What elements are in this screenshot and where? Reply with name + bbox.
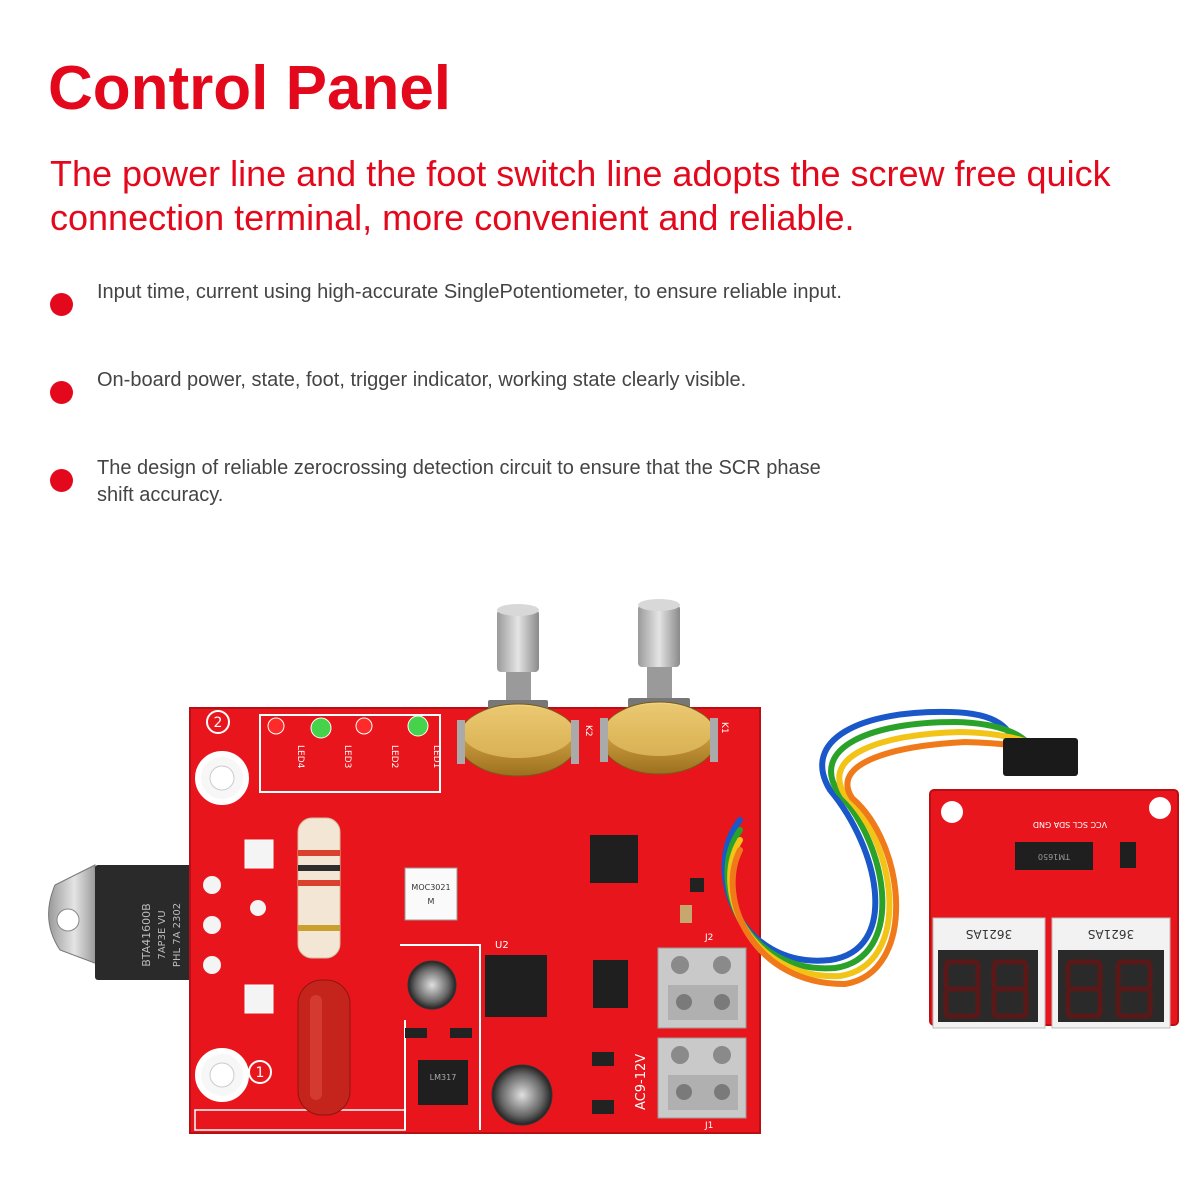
time-potentiometer[interactable]: K1 [600, 599, 729, 775]
regulator-marking: LM317 [430, 1073, 457, 1082]
main-pcb: 2 1 LED4 LED3 LED2 LED1 [189, 707, 761, 1134]
opto-chip [593, 960, 628, 1008]
header-pin-labels: VCC SCL SDA GND [1033, 820, 1107, 829]
current-potentiometer[interactable]: K2 [457, 604, 593, 777]
led-label: LED3 [342, 745, 352, 768]
terminal-label: J1 [704, 1121, 713, 1131]
bullet-dot-icon [50, 469, 73, 492]
feature-list: Input time, current using high-accurate … [50, 279, 870, 543]
led-label: LED2 [389, 745, 399, 768]
feature-text: The design of reliable zerocrossing dete… [97, 457, 821, 506]
mount-label: 2 [214, 715, 223, 731]
film-capacitor [297, 979, 351, 1116]
bullet-dot-icon [50, 381, 73, 404]
electrolytic-capacitor [407, 960, 457, 1010]
triac-marking: BTA41600B [140, 903, 153, 966]
mount-label: 1 [256, 1065, 265, 1081]
microcontroller-chip [590, 835, 638, 883]
optocoupler: MOC3021 M [404, 867, 458, 921]
feature-text: Input time, current using high-accurate … [97, 281, 842, 303]
pot-label: K1 [719, 722, 729, 734]
product-photo: BTA41600B 7AP3E VU PHL 7A 2302 2 1 LED4 … [48, 599, 1179, 1134]
bullet-dot-icon [50, 293, 73, 316]
pot-label: K2 [583, 725, 593, 737]
terminal-label: J2 [704, 933, 713, 943]
display-module: VCC SCL SDA GND TM1650 3621AS 3621AS [929, 738, 1179, 1029]
triac-marking: PHL 7A 2302 [172, 903, 183, 967]
display-marking: 3621AS [966, 927, 1012, 941]
power-resistor [297, 817, 341, 959]
logic-ic: U2 [485, 940, 547, 1017]
power-input-label: AC9-12V [634, 1054, 649, 1110]
led-label: LED1 [431, 745, 441, 768]
screwless-terminal: J1 [657, 1037, 747, 1131]
ribbon-cable [721, 708, 1065, 988]
feature-text: On-board power, state, foot, trigger ind… [97, 369, 747, 391]
led-label: LED4 [295, 745, 305, 769]
ic-label: U2 [495, 940, 509, 951]
pin-header [1003, 738, 1078, 776]
display-marking: 3621AS [1088, 927, 1134, 941]
page-subtitle: The power line and the foot switch line … [50, 153, 1111, 238]
feature-item: On-board power, state, foot, trigger ind… [50, 367, 870, 455]
digit-segments [943, 959, 1153, 1019]
screwless-terminal: J2 [657, 933, 747, 1029]
page-title: Control Panel [48, 54, 452, 123]
opto-marking: M [428, 897, 435, 906]
feature-item: Input time, current using high-accurate … [50, 279, 870, 367]
driver-ic-marking: TM1650 [1038, 852, 1071, 861]
driver-ic [1015, 842, 1093, 870]
opto-marking: MOC3021 [411, 883, 450, 892]
feature-item: The design of reliable zerocrossing dete… [50, 455, 870, 543]
electrolytic-capacitor [491, 1064, 553, 1126]
voltage-regulator: LM317 [418, 1060, 468, 1105]
triac: BTA41600B 7AP3E VU PHL 7A 2302 [48, 864, 195, 980]
triac-marking: 7AP3E VU [157, 910, 168, 959]
led-row: LED4 LED3 LED2 LED1 [267, 715, 441, 769]
